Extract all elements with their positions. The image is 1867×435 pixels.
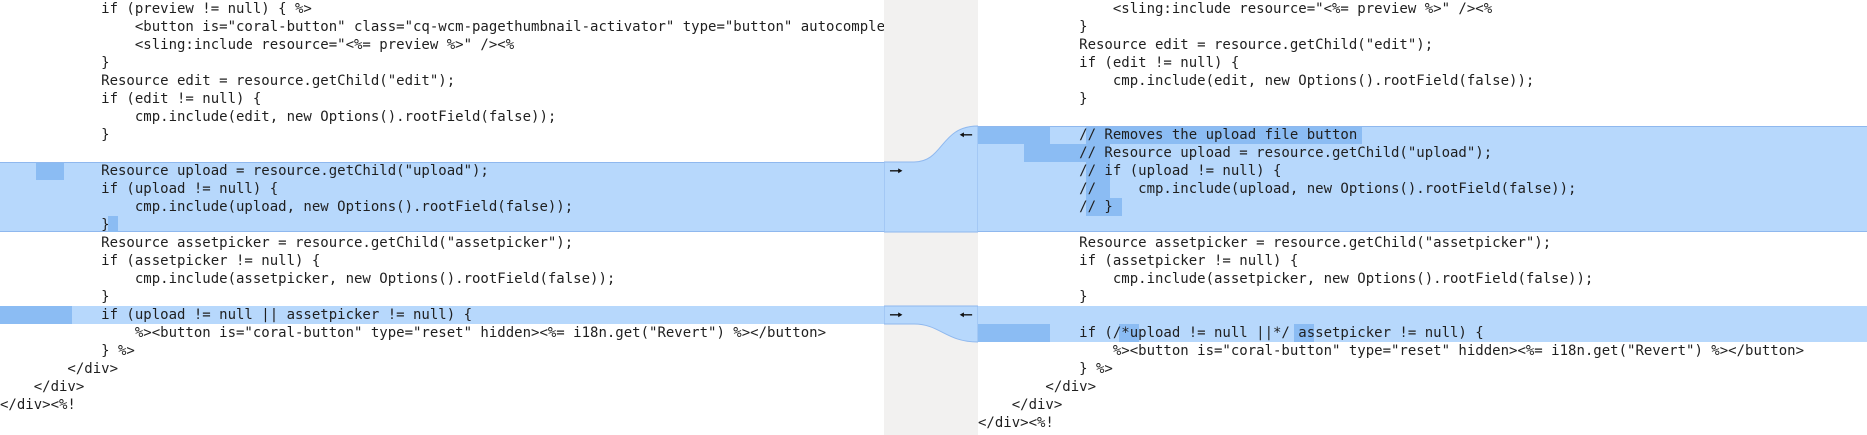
code-line: Resource edit = resource.getChild("edit"…	[978, 37, 1434, 53]
code-line: // }	[978, 199, 1113, 215]
left-code-pane[interactable]: if (preview != null) { %> <button is="co…	[0, 0, 884, 435]
code-line: </div>	[978, 379, 1097, 395]
inline-change-highlight	[36, 163, 64, 180]
code-line: if (preview != null) { %>	[0, 1, 312, 17]
code-line: }	[0, 217, 110, 233]
code-line: } %>	[0, 343, 135, 359]
inline-change-highlight	[1119, 324, 1139, 342]
arrow-left-icon[interactable]: 🠐	[959, 306, 973, 324]
diff-connector-curves	[884, 125, 978, 343]
code-line: </div>	[0, 361, 119, 377]
right-code-pane[interactable]: <sling:include resource="<%= preview %>"…	[978, 0, 1867, 435]
code-line: } %>	[978, 361, 1113, 377]
code-line: if (upload != null) {	[0, 181, 279, 197]
code-line: // Resource upload = resource.getChild("…	[978, 145, 1493, 161]
code-line: }	[0, 127, 110, 143]
code-line: </div><%!	[978, 415, 1054, 431]
arrow-right-icon[interactable]: 🠒	[889, 162, 903, 180]
code-line: Resource edit = resource.getChild("edit"…	[0, 73, 456, 89]
change-band-left-condition	[0, 306, 884, 324]
code-line: </div>	[978, 397, 1063, 413]
code-line: %><button is="coral-button" type="reset"…	[0, 325, 827, 341]
code-line: <button is="coral-button" class="cq-wcm-…	[0, 19, 884, 35]
change-band-left-upload	[0, 162, 884, 232]
change-band-border	[978, 126, 1867, 127]
code-line: Resource assetpicker = resource.getChild…	[0, 235, 574, 251]
code-line: Resource assetpicker = resource.getChild…	[978, 235, 1552, 251]
code-line: if (upload != null || assetpicker != nul…	[0, 307, 473, 323]
code-line: cmp.include(upload, new Options().rootFi…	[0, 199, 574, 215]
inline-change-highlight	[0, 306, 72, 324]
code-line: cmp.include(edit, new Options().rootFiel…	[0, 109, 557, 125]
code-line: cmp.include(assetpicker, new Options().r…	[0, 271, 616, 287]
inline-change-highlight	[978, 127, 1050, 144]
code-line: <sling:include resource="<%= preview %>"…	[978, 1, 1493, 17]
code-line: </div>	[0, 379, 85, 395]
code-line: }	[978, 19, 1088, 35]
code-line: Resource upload = resource.getChild("upl…	[0, 163, 489, 179]
code-line: // cmp.include(upload, new Options().roo…	[978, 181, 1577, 197]
inline-change-highlight	[978, 324, 1050, 342]
code-line: <sling:include resource="<%= preview %>"…	[0, 37, 515, 53]
change-band-border	[0, 162, 884, 163]
code-line: if (edit != null) {	[0, 91, 262, 107]
code-line: cmp.include(assetpicker, new Options().r…	[978, 271, 1594, 287]
code-line: }	[978, 289, 1088, 305]
arrow-left-icon[interactable]: 🠐	[959, 126, 973, 144]
change-band-border	[978, 231, 1867, 232]
inline-change-highlight	[108, 216, 118, 232]
code-line: }	[0, 289, 110, 305]
inline-change-highlight	[1024, 144, 1086, 162]
code-line: if (/*upload != null ||*/ assetpicker !=…	[978, 325, 1484, 341]
code-line: if (edit != null) {	[978, 55, 1240, 71]
inline-change-highlight	[1294, 324, 1314, 342]
code-line: </div><%!	[0, 397, 76, 413]
code-line: if (assetpicker != null) {	[978, 253, 1299, 269]
inline-change-highlight	[1086, 127, 1362, 144]
code-line: %><button is="coral-button" type="reset"…	[978, 343, 1805, 359]
inline-change-highlight	[1086, 198, 1122, 216]
change-band-border	[0, 231, 884, 232]
code-line: // if (upload != null) {	[978, 163, 1282, 179]
code-line: // Removes the upload file button	[978, 127, 1358, 143]
code-line: cmp.include(edit, new Options().rootFiel…	[978, 73, 1535, 89]
code-line: }	[0, 55, 110, 71]
code-line: }	[978, 91, 1088, 107]
code-line: if (assetpicker != null) {	[0, 253, 321, 269]
diff-connector-gutter: 🠒 🠐 🠒 🠐	[884, 0, 978, 435]
arrow-right-icon[interactable]: 🠒	[889, 306, 903, 324]
